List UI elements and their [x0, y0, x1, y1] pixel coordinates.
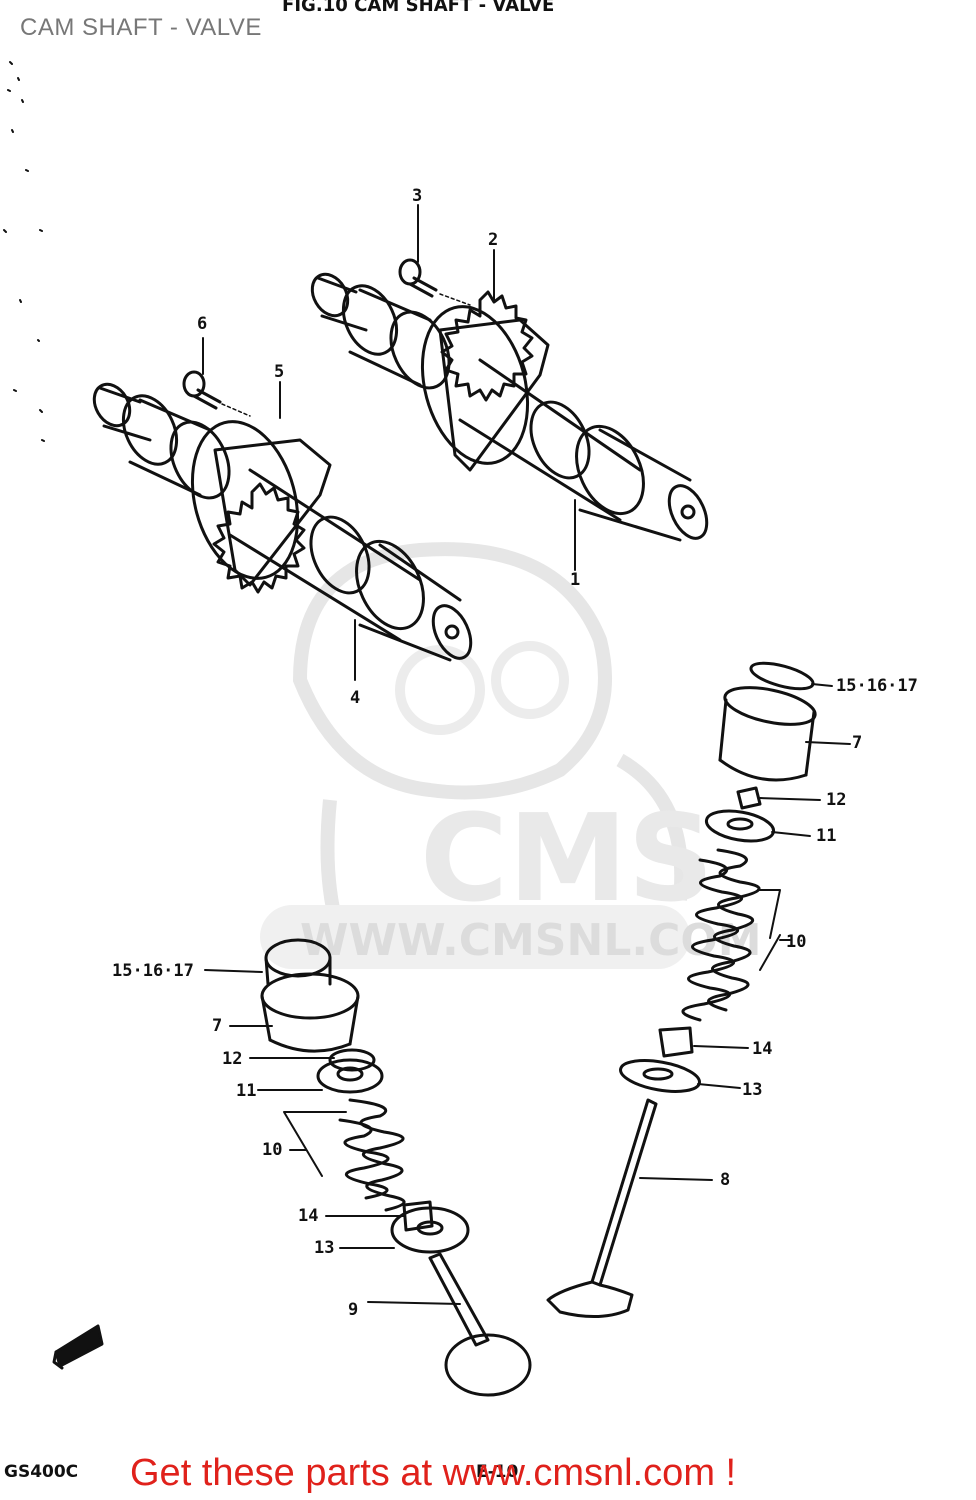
callout-4: 4	[350, 688, 361, 708]
callout-13-right: 13	[742, 1080, 763, 1100]
callout-10-left: 10	[262, 1140, 283, 1160]
valve-assembly-right	[546, 661, 851, 1319]
callout-14-left: 14	[298, 1206, 319, 1226]
camshaft-lower	[92, 382, 473, 681]
callout-5: 5	[274, 362, 285, 382]
callout-1: 1	[570, 570, 581, 590]
buy-parts-link[interactable]: Get these parts at www.cmsnl.com !	[130, 1452, 737, 1494]
watermark-brand: CMS	[420, 790, 714, 929]
page-title: CAM SHAFT - VALVE	[20, 14, 262, 41]
callout-7-left: 7	[212, 1016, 223, 1036]
bolt-6	[182, 337, 251, 417]
callout-3: 3	[412, 186, 423, 206]
callout-9: 9	[348, 1300, 359, 1320]
callout-12-right: 12	[826, 790, 847, 810]
callout-15-16-17-left: 15·16·17	[112, 961, 194, 981]
front-arrow-icon	[52, 1324, 104, 1370]
model-code: GS400C	[4, 1462, 79, 1482]
page-code: E-10	[476, 1462, 519, 1482]
camshaft-upper	[310, 272, 709, 571]
callout-6: 6	[197, 314, 208, 334]
callout-14-right: 14	[752, 1039, 773, 1059]
callout-10-right: 10	[786, 932, 807, 952]
callout-7-right: 7	[852, 733, 863, 753]
callout-15-16-17-right: 15·16·17	[836, 676, 918, 696]
callout-11-left: 11	[236, 1081, 257, 1101]
bolt-3	[398, 204, 471, 306]
valve-assembly-left	[204, 938, 532, 1397]
callout-12-left: 12	[222, 1049, 243, 1069]
callout-13-left: 13	[314, 1238, 335, 1258]
watermark-url: WWW.CMSNL.COM	[300, 915, 762, 966]
callout-8: 8	[720, 1170, 731, 1190]
callout-11-right: 11	[816, 826, 837, 846]
callout-2: 2	[488, 230, 499, 250]
figure-title: FIG.10 CAM SHAFT - VALVE	[282, 0, 555, 16]
speck-marks	[3, 61, 45, 442]
